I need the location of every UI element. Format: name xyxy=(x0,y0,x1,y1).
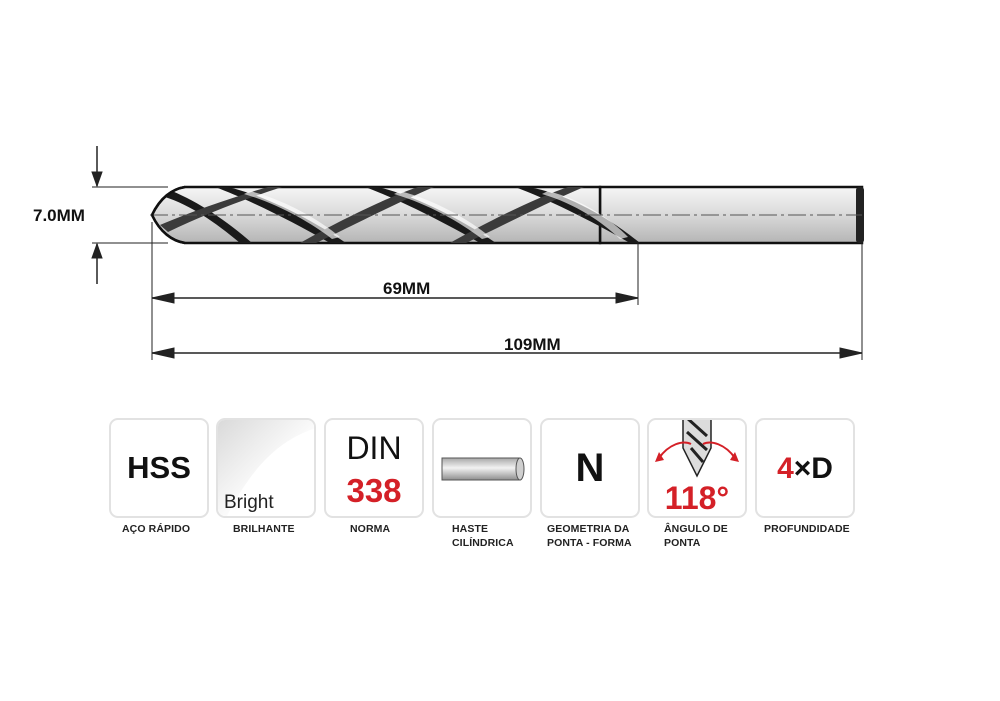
material-caption: AÇO RÁPIDO xyxy=(122,523,191,535)
tile-material: HSS xyxy=(109,418,209,518)
tile-tip-geometry: N xyxy=(540,418,640,518)
depth-multiplier: 4 xyxy=(777,452,794,485)
standard-caption: NORMA xyxy=(350,523,391,535)
depth-value: 4×D xyxy=(757,452,853,486)
total-length-label: 109MM xyxy=(504,335,561,354)
tip-geometry-value: N xyxy=(575,446,605,490)
cylindrical-shank-icon xyxy=(441,457,525,481)
standard-number: 338 xyxy=(346,472,402,509)
depth-caption: PROFUNDIDADE xyxy=(764,523,850,535)
standard-label: DIN xyxy=(346,430,402,466)
bright-finish-swatch xyxy=(218,420,314,516)
drill-bit xyxy=(150,185,864,245)
shank-caption: HASTE CILÍNDRICA xyxy=(452,523,514,549)
tile-depth: 4×D xyxy=(755,418,855,518)
diameter-dimension xyxy=(91,146,168,284)
tile-standard: DIN 338 xyxy=(324,418,424,518)
tip-angle-caption: ÂNGULO DE PONTA xyxy=(664,523,728,549)
tile-finish: Bright xyxy=(216,418,316,518)
length-dimensions xyxy=(151,222,863,360)
tile-shank xyxy=(432,418,532,518)
material-value: HSS xyxy=(127,450,191,485)
finish-value: Bright xyxy=(224,492,274,513)
depth-symbol: ×D xyxy=(793,452,833,485)
finish-caption: BRILHANTE xyxy=(233,523,295,535)
tile-tip-angle: 118° xyxy=(647,418,747,518)
tip-geometry-caption: GEOMETRIA DA PONTA - FORMA xyxy=(547,523,632,549)
drill-tip-angle-icon xyxy=(655,420,739,478)
flute-length-label: 69MM xyxy=(383,279,431,298)
tip-angle-value: 118° xyxy=(664,480,730,516)
diameter-label: 7.0MM xyxy=(33,206,85,225)
